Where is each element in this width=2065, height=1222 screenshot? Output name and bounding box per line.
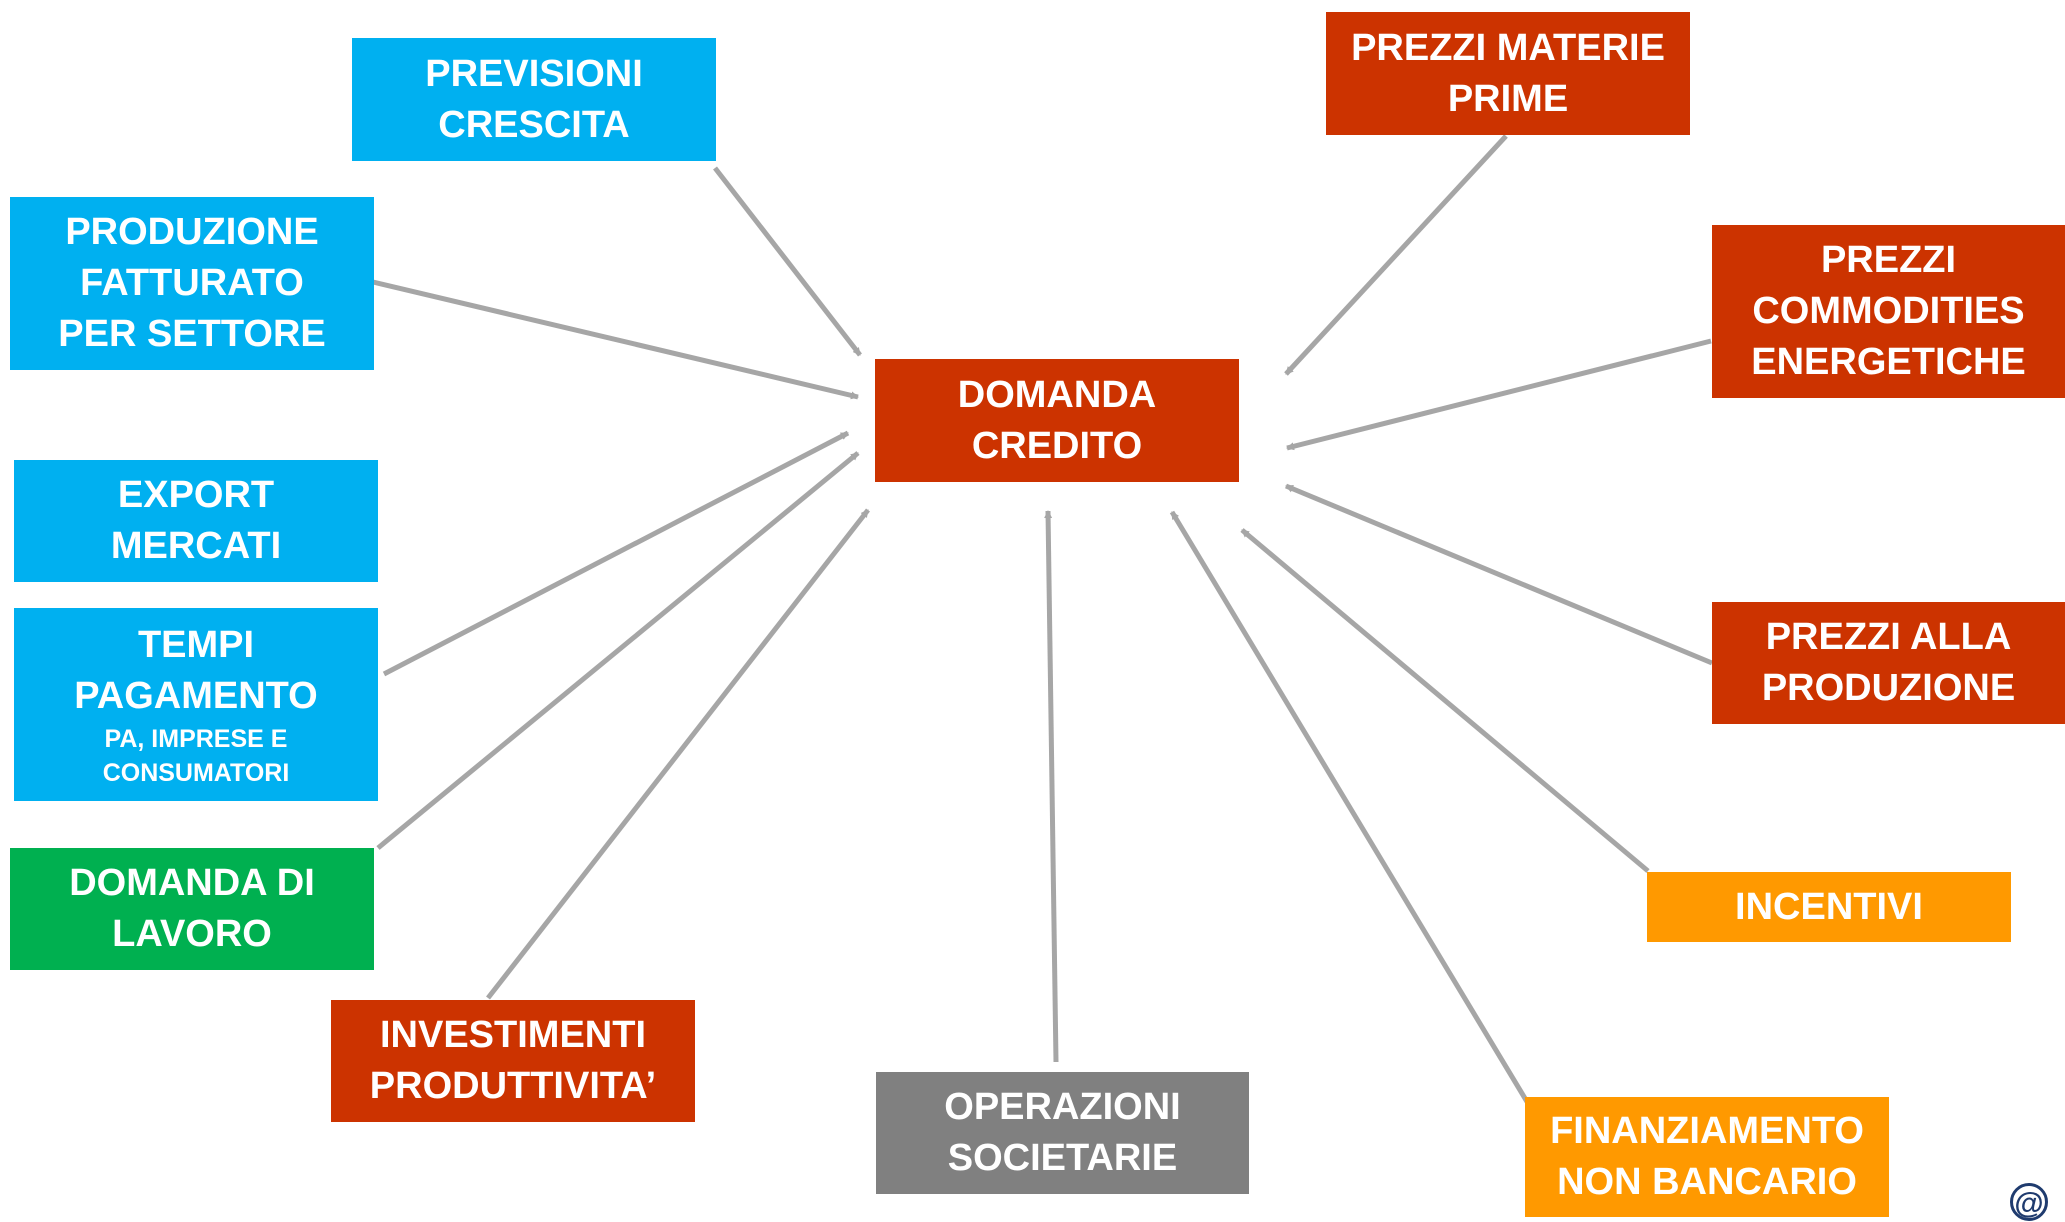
node-line: SOCIETARIE [947,1137,1178,1179]
node-prezzi-materie-prime: PREZZI MATERIE PRIME [1326,12,1690,135]
node-line: PREZZI MATERIE [1351,26,1665,69]
node-line: OPERAZIONI [944,1086,1181,1128]
node-investimenti: INVESTIMENTI PRODUTTIVITA’ [331,1000,695,1122]
center-line-2: CREDITO [971,424,1143,467]
center-line-1: DOMANDA [957,373,1157,416]
node-line: INCENTIVI [1735,885,1923,928]
node-line: EXPORT [117,474,275,516]
node-line: DOMANDA DI [69,862,315,904]
arrow-prezzi-produzione [1285,483,1713,666]
node-line: PRODUZIONE [1761,667,2016,709]
node-line: CRESCITA [438,103,630,146]
node-incentivi: INCENTIVI [1647,872,2011,942]
arrow-lavoro [376,451,860,850]
node-line: PREZZI ALLA [1765,616,2012,658]
logo-icon: @ [2010,1183,2048,1221]
node-line: PRIME [1447,77,1569,120]
node-domanda-lavoro: DOMANDA DI LAVORO [10,848,374,970]
node-prezzi-alla-produzione: PREZZI ALLA PRODUZIONE [1712,602,2065,724]
arrow-produzione [372,279,859,400]
node-subline: PA, IMPRESE E [104,724,288,753]
arrow-investimenti [486,508,870,1000]
arrow-commodities [1286,338,1712,451]
arrow-finanziamento [1169,510,1538,1117]
node-line: LAVORO [112,913,272,955]
node-export-mercati: EXPORT MERCATI [14,460,378,582]
node-line: TEMPI [137,623,255,666]
node-line: INVESTIMENTI [379,1014,647,1056]
node-line: COMMODITIES [1752,290,2025,332]
node-line: PREZZI [1820,239,1957,281]
node-line: PAGAMENTO [74,674,318,717]
node-subline: CONSUMATORI [102,758,290,787]
node-line: FATTURATO [80,262,304,304]
arrow-operazioni [1044,510,1059,1063]
node-line: PRODUTTIVITA’ [369,1065,657,1107]
node-produzione-fatturato: PRODUZIONE FATTURATO PER SETTORE [10,197,374,370]
center-node-domanda-credito: DOMANDA CREDITO [875,359,1239,482]
arrow-tempi [382,430,850,677]
node-tempi-pagamento: TEMPI PAGAMENTO PA, IMPRESE E CONSUMATOR… [14,608,378,801]
node-line: MERCATI [110,525,282,567]
node-finanziamento-non-bancario: FINANZIAMENTO NON BANCARIO [1525,1097,1889,1217]
node-previsioni-crescita: PREVISIONI CRESCITA [352,38,716,161]
arrow-previsioni [713,166,862,357]
arrow-incentivi [1240,528,1650,873]
node-line: PREVISIONI [425,52,643,95]
node-line: NON BANCARIO [1557,1161,1857,1203]
node-prezzi-commodities: PREZZI COMMODITIES ENERGETICHE [1712,225,2065,398]
node-line: PER SETTORE [58,313,326,355]
node-line: PRODUZIONE [65,211,319,253]
node-operazioni-societarie: OPERAZIONI SOCIETARIE [876,1072,1249,1194]
arrow-materie [1284,134,1508,376]
node-line: ENERGETICHE [1751,341,2026,383]
node-line: FINANZIAMENTO [1550,1110,1864,1152]
